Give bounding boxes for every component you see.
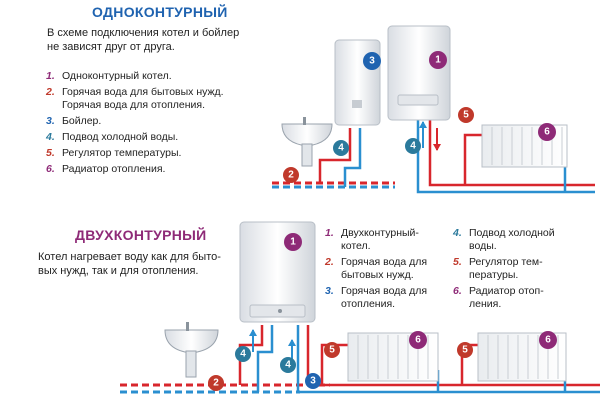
- badge-4-icon: 4: [280, 357, 296, 373]
- legend-item: 2.Горячая вода для бытовых нужд. Горячая…: [46, 86, 224, 111]
- badge-3-icon: 3: [363, 52, 381, 70]
- flow-arrow-icon: [249, 329, 257, 336]
- legend-item: 4.Подвод холодной воды.: [46, 131, 179, 143]
- cold-water-pipe: [343, 128, 362, 187]
- cold-water-pipe: [256, 325, 274, 392]
- badge-4-icon: 4: [405, 138, 421, 154]
- svg-text:5: 5: [329, 345, 335, 356]
- badge-6-icon: 6: [539, 331, 557, 349]
- hot-water-pipe: [238, 325, 264, 385]
- badge-5-icon: 5: [324, 342, 340, 358]
- svg-text:3: 3: [369, 56, 375, 67]
- svg-text:4: 4: [285, 360, 291, 371]
- badge-1-icon: 1: [284, 233, 302, 251]
- svg-text:1: 1: [290, 237, 296, 248]
- sink-icon: [164, 322, 219, 378]
- legend-item: 1.Двухконтурный-котел.: [325, 227, 419, 252]
- flow-arrow-icon: [419, 121, 427, 128]
- svg-text:1: 1: [435, 55, 441, 66]
- badge-4-icon: 4: [333, 140, 349, 156]
- badge-2-icon: 2: [208, 375, 224, 391]
- badge-4-icon: 4: [235, 346, 251, 362]
- svg-text:4: 4: [338, 143, 344, 154]
- svg-text:6: 6: [544, 127, 550, 138]
- radiator-supply-pipe: [320, 343, 348, 385]
- badge-6-icon: 6: [409, 331, 427, 349]
- svg-text:2: 2: [288, 170, 294, 181]
- double-circuit-title: ДВУХКОНТУРНЫЙ: [75, 227, 207, 243]
- svg-text:6: 6: [415, 335, 421, 346]
- legend-item: 1.Одноконтурный котел.: [46, 70, 172, 82]
- flow-arrow-icon: [433, 144, 441, 151]
- legend-item: 4.Подвод холодной воды.: [453, 227, 555, 252]
- badge-5-icon: 5: [457, 342, 473, 358]
- badge-5-icon: 5: [458, 107, 474, 123]
- single-circuit-description: В схеме подключения котел и бойлер не за…: [47, 27, 240, 53]
- badge-6-icon: 6: [538, 123, 556, 141]
- double-circuit-description: Котел нагревает воду как для быто-вых ну…: [38, 251, 221, 277]
- badge-3-icon: 3: [305, 373, 321, 389]
- svg-text:4: 4: [240, 349, 246, 360]
- svg-text:6: 6: [545, 335, 551, 346]
- single-circuit-boiler-icon: [387, 25, 451, 121]
- svg-text:2: 2: [213, 378, 219, 389]
- svg-text:5: 5: [463, 110, 469, 121]
- svg-text:5: 5: [462, 345, 468, 356]
- legend-item: 5.Регулятор температуры.: [46, 147, 182, 159]
- legend-item: 6.Радиатор отоп-ления.: [453, 285, 544, 310]
- legend-item: 2.Горячая вода для бытовых нужд.: [325, 256, 428, 281]
- badge-1-icon: 1: [429, 51, 447, 69]
- double-circuit-legend-left: 1.Двухконтурный-котел. 2.Горячая вода дл…: [325, 227, 445, 314]
- sink-icon: [281, 117, 333, 167]
- double-circuit-legend-right: 4.Подвод холодной воды. 5.Регулятор тем-…: [453, 227, 573, 314]
- legend-item: 3.Бойлер.: [46, 115, 102, 127]
- double-circuit-scheme: 1 4 4 2 3 5 5 6 6: [120, 221, 600, 394]
- legend-item: 5.Регулятор тем-пературы.: [453, 256, 543, 281]
- svg-text:3: 3: [310, 376, 316, 387]
- single-circuit-scheme: 3 1 4 4 2 5 6: [272, 25, 595, 194]
- svg-text:4: 4: [410, 141, 416, 152]
- double-circuit-boiler-icon: [239, 221, 316, 323]
- heating-supply-pipe: [428, 118, 595, 187]
- single-circuit-legend: 1.Одноконтурный котел. 2.Горячая вода дл…: [46, 70, 246, 179]
- single-circuit-title: ОДНОКОНТУРНЫЙ: [92, 4, 228, 20]
- legend-item: 6.Радиатор отопления.: [46, 163, 166, 175]
- flow-arrow-icon: [288, 339, 296, 346]
- hot-water-pipe: [318, 128, 352, 183]
- legend-item: 3.Горячая вода для отопления.: [325, 285, 428, 310]
- badge-2-icon: 2: [283, 167, 299, 183]
- radiator-supply-pipe: [463, 133, 482, 185]
